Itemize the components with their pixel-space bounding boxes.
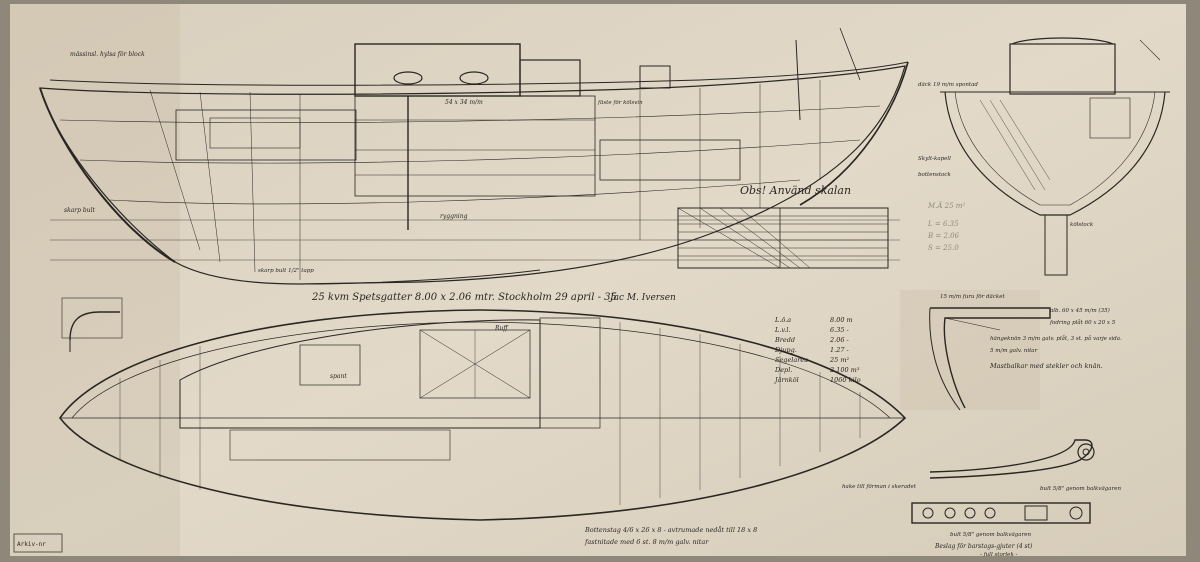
spec-value-0: 8.00 m: [830, 316, 853, 324]
label-upper-beam: 54 x 34 m/m: [445, 99, 483, 106]
spec-key-4: Segelarea: [775, 356, 808, 364]
spec-value-6: 1060 kilo: [830, 376, 861, 384]
section-note-bottom: bottenstock: [918, 172, 951, 178]
label-sheer-bolt: skarp bult: [64, 207, 96, 214]
spec-value-2: 2.06 -: [829, 336, 849, 344]
paper-sheet: [10, 4, 1186, 556]
spec-key-6: Järnköl: [773, 376, 799, 384]
fitting-note: bult 5/8" genom balkvägaren: [1040, 486, 1121, 492]
detail-galv: 5 m/m galv. nitar: [990, 348, 1038, 354]
plan-frame-label: spant: [330, 373, 347, 380]
spec-value-3: 1.27 -: [830, 346, 849, 354]
pencil-note-4: S = 25.0: [928, 244, 959, 252]
plan-floor-note: Bottenstag 4/6 x 26 x 8 - avtrumade nedå…: [584, 525, 757, 534]
spec-key-5: Depl.: [774, 366, 792, 374]
label-note: fäste för kölsvin: [597, 100, 643, 106]
spec-value-5: 2.100 m³: [829, 366, 860, 374]
section-note-deck: däck 19 m/m spontad: [918, 82, 978, 88]
archive-stamp-label: Arkiv-nr: [17, 541, 46, 548]
pencil-note-3: B = 2.06: [927, 232, 960, 240]
signature: Jac M. Iversen: [608, 293, 676, 303]
fitting-sub: - full storlek -: [980, 552, 1018, 558]
fitting-note-2: bult 5/8" genom balkvägaren: [950, 532, 1031, 538]
detail-hanging-knee: hängeknän 3 m/m galv. plåt, 3 st. på var…: [990, 335, 1122, 342]
spec-key-3: Djupg.: [774, 346, 797, 354]
spec-table: L.ö.a 8.00 m L.v.l. 6.35 - Bredd 2.06 - …: [773, 316, 861, 384]
label-sheer-bolt2: skarp bult 1/2" tapp: [258, 268, 314, 274]
fitting-detail: [911, 439, 1095, 524]
fitting-small-note: hake till förman i skeradet: [842, 484, 917, 490]
label-top-left: mässinsl. hylsa för block: [70, 51, 145, 58]
scale-note: Obs! Använd skalan: [740, 184, 851, 197]
spec-value-4: 25 m²: [829, 356, 850, 364]
rail-detail: [61, 297, 123, 352]
drawing-title: 25 kvm Spetsgatter 8.00 x 2.06 mtr. Stoc…: [311, 292, 617, 303]
spec-key-2: Bredd: [774, 336, 795, 344]
detail-bolt-2: fodring plåt 60 x 20 x 5: [1049, 319, 1116, 326]
spec-key-1: L.v.l.: [774, 326, 791, 334]
archive-stamp: [13, 533, 63, 553]
detail-bolt-1: alb. 60 x 45 m/m (35): [1050, 307, 1110, 314]
detail-beam-title: Mastbalkar med stekler och knän.: [989, 362, 1103, 370]
plan-cabin-label: Ruff: [494, 325, 509, 332]
label-ruder: ryggning: [440, 213, 468, 220]
spec-value-1: 6.35 -: [830, 326, 849, 334]
side-profile-view: [39, 27, 909, 285]
pencil-note-1: M.Ä 25 m²: [927, 201, 965, 210]
paper-stain-right: [900, 290, 1040, 410]
section-note-wagon: Skylt-kapell: [918, 156, 951, 162]
scale-bar: [677, 207, 889, 269]
plan-view: [59, 309, 907, 521]
fitting-title: Beslag för barstags-gjuter (4 st): [934, 543, 1033, 550]
beam-knee-detail: [929, 307, 1051, 411]
section-note-keel: kölstock: [1070, 222, 1094, 228]
midship-section-view: [940, 37, 1170, 276]
detail-beam-note: 15 m/m furu för däcket: [940, 294, 1005, 300]
plan-floor-note-2: fastnitade med 6 st. 8 m/m galv. nitar: [584, 538, 709, 546]
pencil-note-2: L = 6.35: [927, 220, 959, 228]
spec-key-0: L.ö.a: [774, 316, 791, 324]
